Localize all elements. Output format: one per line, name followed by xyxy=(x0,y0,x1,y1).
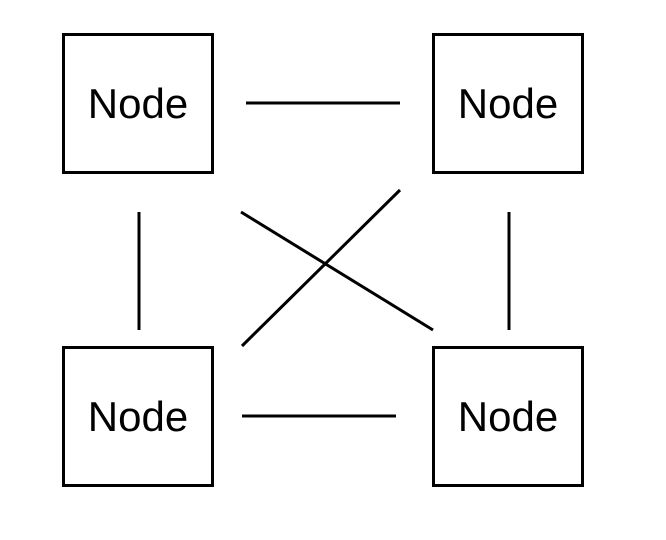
node-label: Node xyxy=(87,79,189,127)
node-label: Node xyxy=(87,392,189,440)
node-label: Node xyxy=(457,392,559,440)
node-bottom-right[interactable]: Node xyxy=(432,346,584,487)
edge-top-right-bottom-left xyxy=(240,188,402,348)
node-top-right[interactable]: Node xyxy=(432,33,584,174)
node-label: Node xyxy=(457,79,559,127)
edge-top-left-bottom-right xyxy=(240,210,434,332)
node-bottom-left[interactable]: Node xyxy=(62,346,214,487)
node-top-left[interactable]: Node xyxy=(62,33,214,174)
